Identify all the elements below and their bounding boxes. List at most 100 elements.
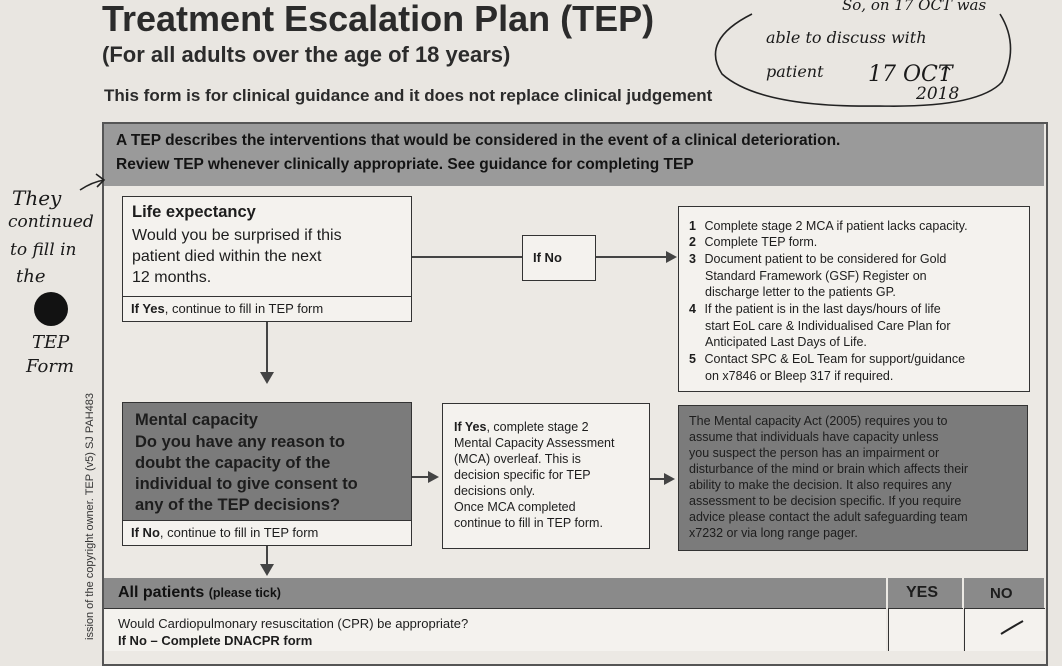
life-expectancy-heading: Life expectancy — [132, 203, 256, 221]
step-4-cont: start EoL care & Individualised Care Pla… — [705, 319, 951, 333]
if-yes-line: decisions only. — [454, 484, 536, 498]
mental-capacity-line-1: Do you have any reason to — [135, 433, 345, 451]
life-expectancy-footer: If Yes, continue to fill in TEP form — [123, 296, 411, 321]
table-header-title: All patients (please tick) — [118, 584, 281, 602]
if-no-label: If No — [533, 250, 562, 265]
all-patients-table: All patients (please tick) YES NO Would … — [104, 578, 1045, 651]
step-number: 3 — [689, 252, 696, 266]
step-5-cont: on x7846 or Bleep 317 if required. — [705, 369, 894, 383]
life-expectancy-line-1: Would you be surprised if this — [132, 227, 342, 244]
life-expectancy-line-3: 12 months. — [132, 269, 212, 286]
mental-capacity-line-2: doubt the capacity of the — [135, 454, 331, 472]
header-bold: All patients — [118, 584, 205, 601]
step-text: Contact SPC & EoL Team for support/guida… — [704, 352, 966, 366]
arrow-down-icon — [260, 564, 274, 576]
handwritten-note-left-5: TEP — [32, 332, 70, 353]
arrow-right-icon — [666, 251, 677, 263]
step-3-cont: discharge letter to the patients GP. — [705, 285, 896, 299]
form-subtitle: (For all adults over the age of 18 years… — [102, 42, 511, 67]
handwritten-year: 2018 — [916, 84, 960, 104]
arrow-right-icon — [664, 473, 675, 485]
arrow-right-icon — [428, 471, 439, 483]
next-steps-box: 1 Complete stage 2 MCA if patient lacks … — [678, 206, 1030, 392]
mca-note-line: x7232 or via long range pager. — [689, 526, 858, 540]
mca-note-box: The Mental capacity Act (2005) requires … — [678, 405, 1028, 551]
if-yes-line: (MCA) overleaf. This is — [454, 452, 581, 466]
no-label: NO — [990, 585, 1013, 602]
yes-column-header: YES — [888, 578, 962, 608]
handwritten-note-left-4: the — [16, 266, 46, 287]
form-title: Treatment Escalation Plan (TEP) — [102, 0, 655, 39]
step-text: Complete stage 2 MCA if patient lacks ca… — [704, 219, 968, 233]
row-instruction: If No – Complete DNACPR form — [118, 633, 313, 648]
if-no-box: If No — [522, 235, 596, 281]
if-yes-line: Once MCA completed — [454, 500, 576, 514]
tep-banner: A TEP describes the interventions that w… — [104, 124, 1044, 186]
step-1: 1 Complete stage 2 MCA if patient lacks … — [689, 219, 968, 233]
if-yes-line-1: If Yes, complete stage 2 — [454, 420, 589, 434]
if-yes-line: continue to fill in TEP form. — [454, 516, 603, 530]
table-header: All patients (please tick) — [104, 578, 886, 608]
if-yes-line: Mental Capacity Assessment — [454, 436, 615, 450]
life-expectancy-box: Life expectancy Would you be surprised i… — [122, 196, 412, 322]
if-yes-line: decision specific for TEP — [454, 468, 591, 482]
banner-line-2: Review TEP whenever clinically appropria… — [116, 156, 694, 173]
step-2: 2 Complete TEP form. — [689, 235, 817, 249]
step-number: 5 — [689, 352, 696, 366]
connector-line — [266, 322, 268, 372]
no-column-header: NO — [964, 578, 1044, 608]
footer-text: , continue to fill in TEP form — [164, 301, 324, 316]
if-yes-rest: , complete stage 2 — [486, 420, 589, 434]
no-checkbox[interactable] — [964, 608, 1045, 651]
step-3-cont: Standard Framework (GSF) Register on — [705, 269, 927, 283]
life-expectancy-line-2: patient died within the next — [132, 248, 322, 265]
connector-line — [266, 546, 268, 564]
mca-note-line: you suspect the person has an impairment… — [689, 446, 940, 460]
handwritten-cloud-line-3: patient — [766, 62, 824, 81]
arrow-down-icon — [260, 372, 274, 384]
mental-capacity-heading: Mental capacity — [135, 411, 258, 429]
step-text: Document patient to be considered for Go… — [704, 252, 947, 266]
handwritten-cloud-line-2: able to discuss with — [766, 28, 927, 47]
handwritten-note-left-6: Form — [26, 356, 75, 377]
handwriting-strokes — [79, 13, 1012, 191]
step-text: Complete TEP form. — [704, 235, 818, 249]
mca-note-line: advice please contact the adult safeguar… — [689, 510, 968, 524]
if-yes-bold: If Yes — [454, 420, 487, 434]
handwritten-note-left-3: to fill in — [10, 240, 77, 260]
handwritten-note-left-2: continued — [8, 212, 94, 232]
step-3: 3 Document patient to be considered for … — [689, 252, 946, 266]
step-5: 5 Contact SPC & EoL Team for support/gui… — [689, 352, 965, 366]
step-number: 4 — [689, 302, 696, 316]
connector-line — [650, 478, 664, 480]
handwritten-cloud-line-1: So, on 17 OCT was — [842, 0, 987, 14]
mca-note-line: ability to make the decision. It also re… — [689, 478, 952, 492]
connector-line — [596, 256, 666, 258]
mca-note-line: assessment to be decision specific. If y… — [689, 494, 962, 508]
mca-note-line: assume that individuals have capacity un… — [689, 430, 939, 444]
step-number: 1 — [689, 219, 696, 233]
footer-bold: If No — [131, 525, 160, 540]
yes-checkbox[interactable] — [888, 608, 963, 651]
guidance-note: This form is for clinical guidance and i… — [104, 86, 713, 105]
if-yes-box: If Yes, complete stage 2 Mental Capacity… — [442, 403, 650, 549]
row-question: Would Cardiopulmonary resuscitation (CPR… — [118, 616, 469, 631]
handwritten-note-left-1: They — [12, 186, 62, 210]
step-number: 2 — [689, 235, 696, 249]
filled-circle-mark — [34, 292, 68, 326]
table-row: Would Cardiopulmonary resuscitation (CPR… — [104, 608, 886, 651]
yes-label: YES — [906, 584, 939, 601]
connector-line — [412, 256, 522, 258]
handwritten-date: 17 OCT — [868, 62, 953, 87]
connector-line — [412, 476, 428, 478]
mental-capacity-box: Mental capacity Do you have any reason t… — [122, 402, 412, 546]
step-4-cont: Anticipated Last Days of Life. — [705, 335, 867, 349]
step-text: If the patient is in the last days/hours… — [704, 302, 941, 316]
mca-note-line: disturbance of the mind or brain which a… — [689, 462, 969, 476]
header-note: (please tick) — [208, 586, 281, 600]
mental-capacity-line-3: individual to give consent to — [135, 475, 358, 493]
step-4: 4 If the patient is in the last days/hou… — [689, 302, 941, 316]
tick-mark-icon — [1000, 620, 1024, 635]
footer-text: , continue to fill in TEP form — [159, 525, 319, 540]
mental-capacity-footer: If No, continue to fill in TEP form — [123, 520, 411, 545]
